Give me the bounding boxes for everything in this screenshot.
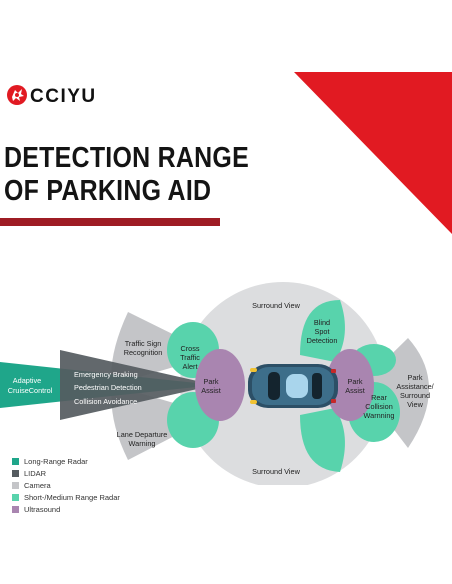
car-icon <box>248 364 338 408</box>
label-cross-traffic-3: Alert <box>182 362 197 371</box>
title-line-1: DETECTION RANGE <box>4 142 249 174</box>
blind-spot-radar-zone <box>300 300 345 362</box>
legend-item-ultrasound: Ultrasound <box>12 503 120 515</box>
legend-swatch <box>12 505 19 513</box>
label-traffic-sign-2: Recognition <box>124 348 163 357</box>
label-lane-departure-2: Warning <box>129 439 156 448</box>
label-traffic-sign-1: Traffic Sign <box>125 339 162 348</box>
label-surround-top: Surround View <box>252 301 300 310</box>
label-park-front-2: Assist <box>201 386 220 395</box>
label-cross-traffic-2: Traffic <box>180 353 200 362</box>
label-emergency-braking: Emergency Braking <box>74 370 138 379</box>
legend-swatch <box>12 481 19 489</box>
legend-label: Long-Range Radar <box>24 456 88 466</box>
label-rear-collision-1: Rear <box>371 393 387 402</box>
label-blind-spot-3: Detection <box>307 336 338 345</box>
legend-swatch <box>12 469 19 477</box>
dragon-emblem-icon <box>7 85 27 105</box>
legend-item-long-range-radar: Long-Range Radar <box>12 455 120 467</box>
title-underline <box>0 218 220 226</box>
label-blind-spot-1: Blind <box>314 318 330 327</box>
label-surround-bottom: Surround View <box>252 467 300 476</box>
label-park-rear-2: Assist <box>345 386 364 395</box>
legend-item-camera: Camera <box>12 479 120 491</box>
label-rear-collision-2: Collision <box>365 402 393 411</box>
red-corner-triangle <box>294 72 452 234</box>
title-line-2: OF PARKING AID <box>4 175 212 207</box>
lane-departure-camera-zone <box>111 385 215 460</box>
cciyu-logo: CCIYU <box>6 84 110 107</box>
legend-label: LIDAR <box>24 468 47 478</box>
legend: Long-Range Radar LIDAR Camera Short-/Med… <box>12 455 120 515</box>
brand-name: CCIYU <box>30 86 97 106</box>
park-surround-camera-zone <box>360 338 429 448</box>
label-rear-collision-3: Warnning <box>364 411 395 420</box>
legend-swatch <box>12 493 19 501</box>
legend-label: Ultrasound <box>24 504 61 514</box>
rear-ultrasound-zone <box>326 349 374 421</box>
label-park-surround-4: View <box>407 400 423 409</box>
label-adaptive-2: CruiseControl <box>8 386 53 395</box>
front-ultrasound-zone <box>195 349 245 421</box>
legend-label: Short-/Medium Range Radar <box>24 492 120 502</box>
label-park-surround-3: Surround <box>400 391 430 400</box>
label-park-surround-1: Park <box>407 373 422 382</box>
detection-range-diagram: Adaptive CruiseControl Emergency Braking… <box>0 282 435 485</box>
label-adaptive-1: Adaptive <box>13 376 41 385</box>
label-park-rear-1: Park <box>347 377 362 386</box>
label-cross-traffic-1: Cross <box>180 344 199 353</box>
label-lane-departure-1: Lane Departure <box>117 430 168 439</box>
traffic-sign-camera-zone <box>111 312 215 385</box>
legend-item-lidar: LIDAR <box>12 467 120 479</box>
legend-label: Camera <box>24 480 51 490</box>
label-park-surround-2: Assistance/ <box>396 382 434 391</box>
legend-item-short-medium-radar: Short-/Medium Range Radar <box>12 491 120 503</box>
rear-side-radar-zone <box>300 408 345 472</box>
label-park-front-1: Park <box>203 377 218 386</box>
legend-swatch <box>12 457 19 465</box>
lidar-zone <box>60 350 215 420</box>
label-blind-spot-2: Spot <box>314 327 329 336</box>
label-pedestrian-detection: Pedestrian Detection <box>74 383 142 392</box>
label-collision-avoidance: Collision Avoidance <box>74 397 137 406</box>
